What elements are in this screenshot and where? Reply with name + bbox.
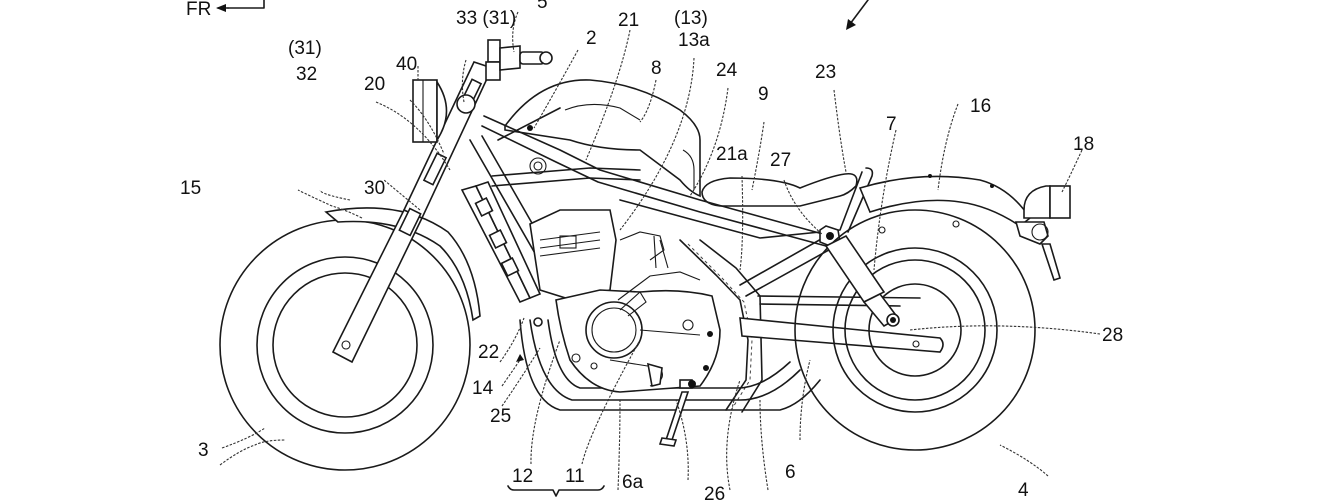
ref-label-16: 16	[970, 96, 991, 117]
ref-label-13a: 13a	[678, 30, 710, 51]
reference-labels: 5 33 (31) 40 (31) 32 20 2 21 (13) 13a 8 …	[180, 0, 1123, 500]
ref-label-27: 27	[770, 150, 791, 171]
ref-label-3: 3	[198, 440, 209, 461]
ref-label-25: 25	[490, 406, 511, 427]
ref-label-28: 28	[1102, 325, 1123, 346]
seat-rail	[619, 171, 863, 239]
main-frame-upper-pipe-lower-edge	[481, 125, 827, 247]
rear-wheel	[794, 209, 1036, 451]
ref-label-21a: 21a	[716, 144, 748, 165]
ref-label-14: 14	[472, 378, 494, 399]
swing-arm	[739, 295, 944, 353]
ref-label-4: 4	[1018, 480, 1029, 500]
group-brace	[507, 485, 605, 497]
output-sprocket	[682, 319, 694, 331]
ref-label-7: 7	[886, 114, 897, 135]
ref-label-24: 24	[716, 60, 738, 81]
arrow-left-head-icon	[216, 4, 226, 12]
ref-label-33: 33 (31)	[456, 8, 516, 29]
ref-label-32: 32	[296, 64, 317, 85]
fork-boot	[398, 207, 422, 237]
ref-label-6: 6	[785, 462, 796, 483]
headlight-body	[412, 79, 438, 143]
cylinder	[529, 209, 617, 301]
front-rim-inner	[272, 272, 418, 418]
leader-lines	[219, 11, 1101, 491]
ref-label-6a: 6a	[622, 472, 644, 493]
ref-label-20: 20	[364, 74, 385, 95]
ref-label-11: 11	[565, 466, 585, 487]
arrow-down-left-icon	[846, 0, 869, 30]
lower-bracket	[422, 152, 448, 186]
ref-label-31: (31)	[288, 38, 322, 59]
seat	[701, 172, 858, 207]
clutch-cover	[585, 301, 643, 359]
engine	[529, 209, 721, 393]
frame-gusset-hole	[529, 157, 547, 175]
rear-turn-signal	[1040, 243, 1061, 282]
ref-label-26: 26	[704, 484, 725, 500]
ref-label-21: 21	[618, 10, 639, 31]
rear-axle	[912, 340, 920, 348]
rear-rim-outer	[832, 247, 998, 413]
ref-label-30: 30	[364, 178, 385, 199]
ref-label-9: 9	[758, 84, 769, 105]
ref-label-13: (13)	[674, 8, 708, 29]
rear-shock	[824, 234, 900, 328]
radiator-assembly	[460, 181, 543, 327]
handlebar	[485, 39, 553, 81]
ref-label-5: 5	[537, 0, 548, 13]
fuel-tank	[504, 79, 701, 198]
shift-pedal	[646, 362, 663, 387]
grip-end	[539, 51, 553, 65]
ref-label-8: 8	[651, 58, 662, 79]
ref-label-12: 12	[512, 466, 533, 487]
rear-rim-inner	[844, 259, 986, 401]
arrow-icon	[516, 354, 524, 362]
ref-label-23: 23	[815, 62, 836, 83]
swing-arm-body	[739, 317, 944, 353]
frame-marker	[527, 125, 533, 131]
rear-tire-outer	[794, 209, 1036, 451]
cradle-frame	[519, 319, 821, 411]
front-direction-indicator: FR	[186, 0, 265, 20]
front-axle	[341, 340, 351, 350]
main-frame-upper-pipe	[483, 115, 831, 237]
tail-light-lens	[1049, 185, 1071, 219]
direction-bracket	[227, 0, 265, 9]
ref-label-15: 15	[180, 178, 201, 199]
ref-label-18: 18	[1073, 134, 1094, 155]
rear-hub	[868, 283, 962, 377]
front-rim-outer	[256, 256, 434, 434]
fr-label: FR	[186, 0, 211, 20]
tail-light	[1014, 185, 1071, 282]
tail-light-housing	[1023, 185, 1051, 219]
shock-body	[824, 234, 886, 304]
handlebar-clamp	[487, 39, 501, 63]
ref-label-2: 2	[586, 28, 597, 49]
headlight-mount	[456, 94, 476, 114]
headlight	[412, 79, 476, 143]
ref-label-40: 40	[396, 54, 417, 75]
side-stand	[658, 379, 696, 447]
ref-label-22: 22	[478, 342, 499, 363]
